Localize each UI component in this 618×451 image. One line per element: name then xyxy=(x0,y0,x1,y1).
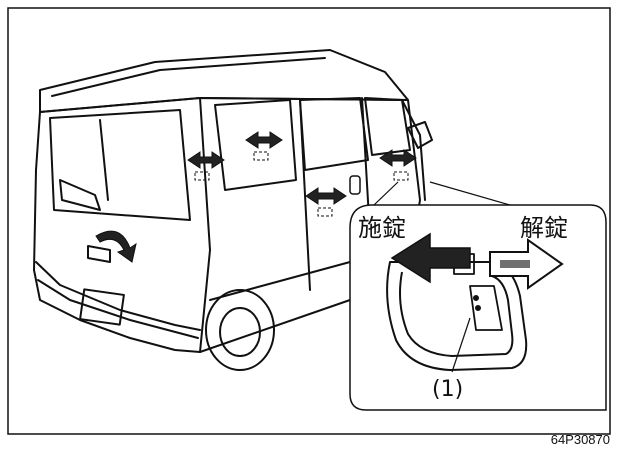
detail-callout: 施錠 解錠 (1) xyxy=(349,181,607,411)
unlock-label: 解錠 xyxy=(520,214,568,242)
van-lock-arrows xyxy=(95,131,417,263)
inner-door-handle xyxy=(386,253,528,371)
lock-arrow-back-door xyxy=(187,151,225,181)
rear-handle-curved-arrow xyxy=(95,230,137,263)
van-illustration xyxy=(33,49,433,371)
door-lock-diagram: 施錠 解錠 (1) xyxy=(7,7,611,435)
lock-direction-arrow xyxy=(390,232,471,284)
callout-number-label: (1) xyxy=(432,377,463,402)
callout-1-leader xyxy=(451,317,471,373)
lock-arrow-side-window xyxy=(245,131,283,161)
figure-frame xyxy=(7,7,611,435)
figure-code: 64P30870 xyxy=(550,432,610,447)
lock-label: 施錠 xyxy=(358,214,406,242)
lock-arrow-slide-door xyxy=(305,175,361,217)
lock-arrow-front-door xyxy=(379,149,417,181)
